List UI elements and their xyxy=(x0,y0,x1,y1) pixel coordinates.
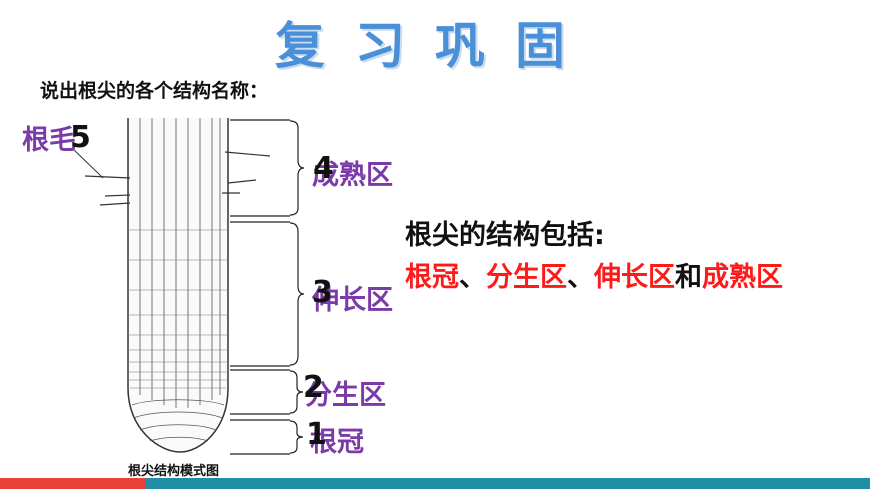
root-outline xyxy=(127,118,229,453)
answer-part-4: 成熟区 xyxy=(702,262,783,293)
answer-sep-2: 、 xyxy=(567,262,594,293)
summary-answer: 根冠、分生区、伸长区和成熟区 xyxy=(405,255,783,294)
question-prompt: 说出根尖的各个结构名称： xyxy=(40,80,269,102)
summary-heading: 根尖的结构包括: xyxy=(405,220,605,251)
cell-columns xyxy=(139,118,221,408)
footer-bar-teal xyxy=(145,478,870,489)
root-cap-cells xyxy=(131,399,225,442)
answer-part-1: 根冠 xyxy=(405,262,459,293)
root-cap-label: 根冠 xyxy=(310,427,364,458)
meristem-zone-number: 2 xyxy=(303,370,324,405)
slide-title: 复习巩固 xyxy=(275,17,595,75)
maturation-zone-number: 4 xyxy=(313,151,334,186)
footer-bar-red xyxy=(0,478,145,489)
answer-conjunction: 和 xyxy=(675,262,702,293)
root-cap-number: 1 xyxy=(306,417,327,452)
maturation-zone-label: 成熟区 xyxy=(312,160,393,191)
elongation-zone-label: 伸长区 xyxy=(312,285,393,316)
root-hair-leader xyxy=(71,147,104,179)
root-hair-number: 5 xyxy=(70,120,91,155)
cell-walls xyxy=(128,229,228,389)
answer-part-3: 伸长区 xyxy=(594,262,675,293)
answer-part-2: 分生区 xyxy=(486,262,567,293)
diagram-caption: 根尖结构模式图 xyxy=(128,464,220,479)
answer-sep-1: 、 xyxy=(459,262,486,293)
zone-brackets xyxy=(230,119,305,455)
root-hairs xyxy=(84,151,271,206)
root-hair-label: 根毛 xyxy=(22,125,76,156)
meristem-zone-label: 分生区 xyxy=(305,380,386,411)
elongation-zone-number: 3 xyxy=(312,275,333,310)
